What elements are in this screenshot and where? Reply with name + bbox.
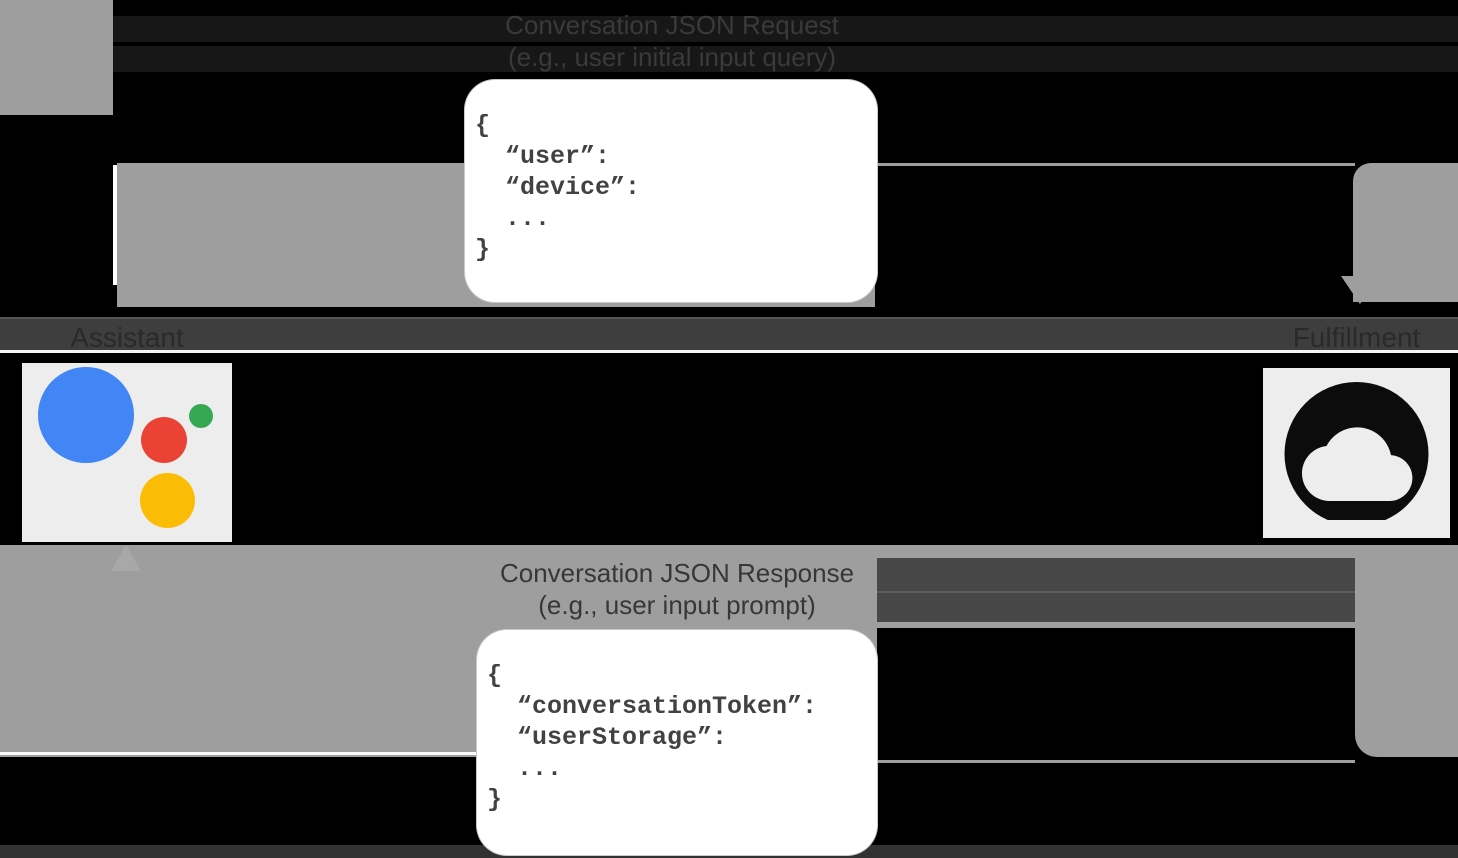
response-caption-line2: (e.g., user input prompt) xyxy=(538,590,816,620)
artifact-stripe xyxy=(0,46,1458,72)
assistant-green-dot-icon xyxy=(189,404,213,428)
request-json-box: { “user”: “device”: ... } xyxy=(465,80,877,302)
request-arrow-divider-line xyxy=(113,165,117,285)
response-arrow-stripe xyxy=(877,545,1355,558)
cloud-in-circle-glyph xyxy=(1284,382,1429,520)
response-arrow-white-line xyxy=(0,752,877,755)
response-arrow-bottom-line xyxy=(877,760,1355,763)
response-arrow-down-segment xyxy=(1355,545,1458,757)
request-caption-line2: (e.g., user initial input query) xyxy=(507,42,837,72)
entity-label-band xyxy=(0,317,1458,352)
fulfillment-cloud-icon xyxy=(1263,368,1450,538)
response-json-code: { “conversationToken”: “userStorage”: ..… xyxy=(487,661,818,814)
request-json-code: { “user”: “device”: ... } xyxy=(475,111,641,264)
response-arrowhead-up-icon xyxy=(111,545,141,571)
assistant-yellow-dot-icon xyxy=(140,473,195,528)
response-json-box: { “conversationToken”: “userStorage”: ..… xyxy=(477,630,877,855)
assistant-blue-dot-icon xyxy=(38,367,134,463)
assistant-red-dot-icon xyxy=(141,417,187,463)
assistant-label: Assistant xyxy=(70,322,184,353)
google-assistant-logo-icon xyxy=(22,363,232,542)
response-arrow-stripe xyxy=(877,622,1355,628)
entity-label-band-underline xyxy=(0,350,1458,353)
request-caption-line1: Conversation JSON Request xyxy=(505,10,839,40)
request-arrow-top-line xyxy=(875,163,1355,166)
request-arrowhead-down-icon xyxy=(1341,276,1379,304)
fulfillment-label: Fulfillment xyxy=(1292,322,1421,353)
artifact-stripe xyxy=(0,16,1458,42)
response-caption-line1: Conversation JSON Response xyxy=(499,558,855,588)
response-arrow-stripe xyxy=(877,558,1355,622)
response-arrow-stripe xyxy=(877,591,1355,593)
request-arrow-left-segment xyxy=(0,0,113,115)
